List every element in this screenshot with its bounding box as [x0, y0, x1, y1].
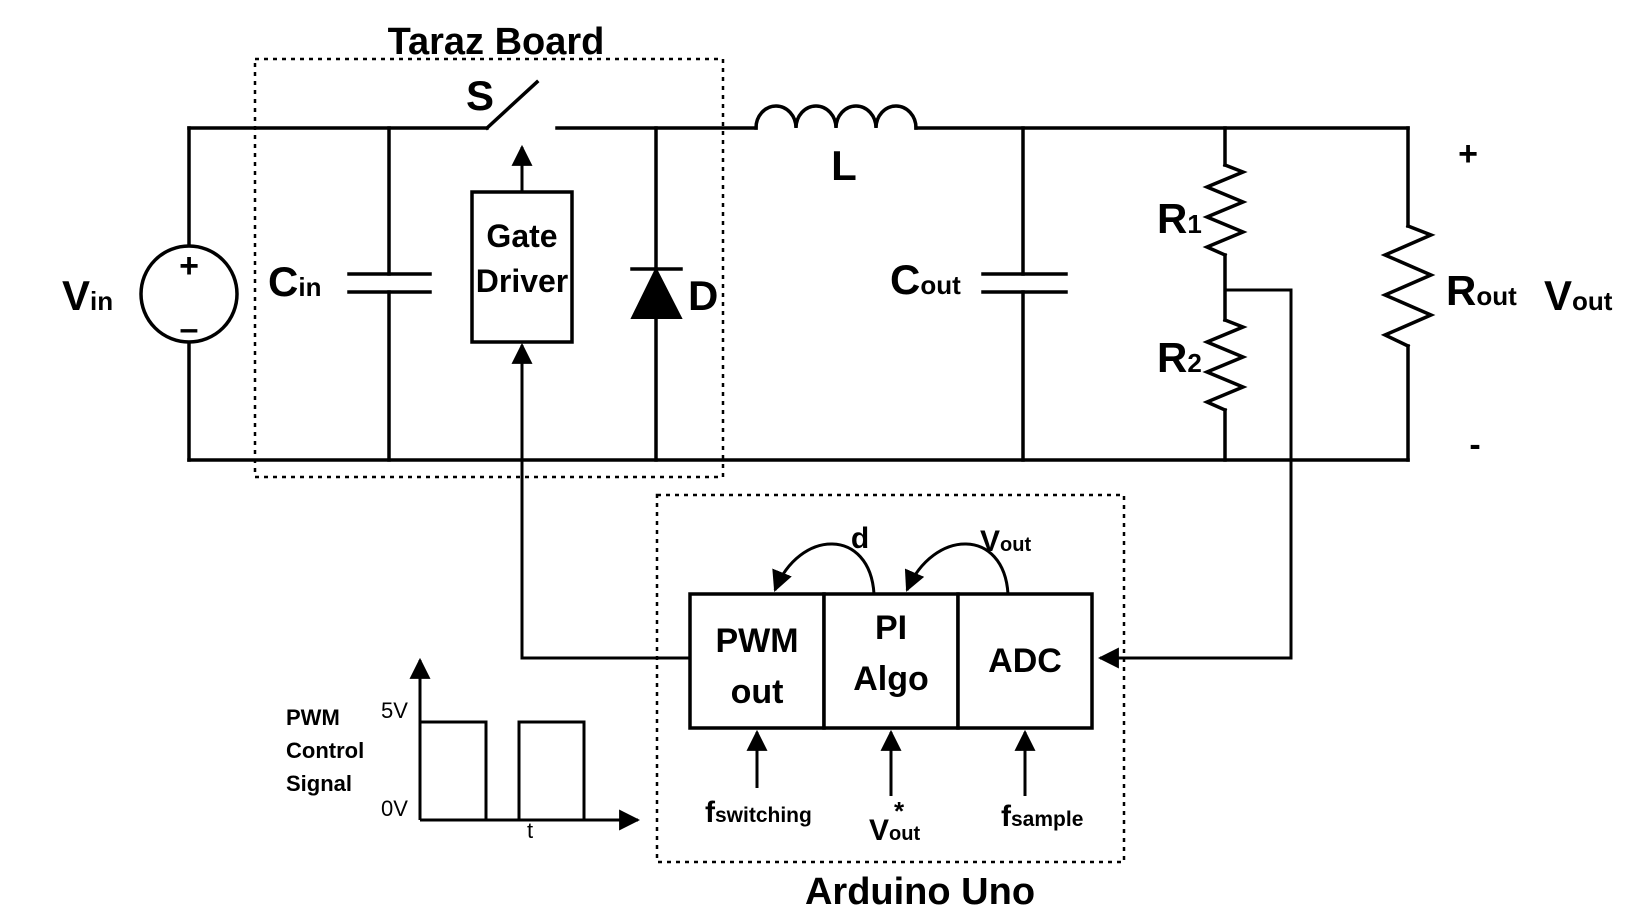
- gate-driver-line2: Driver: [476, 263, 569, 299]
- diode-label: D: [688, 272, 718, 319]
- adc-block: [956, 592, 1094, 730]
- cin-capacitor-symbol: [347, 272, 432, 294]
- power-wiring: [187, 79, 1410, 462]
- r1-resistor-symbol: [1202, 162, 1248, 258]
- pwm-time-label: t: [527, 818, 533, 843]
- fsample-label: fsample: [1001, 800, 1083, 833]
- r2-label: R2: [1157, 334, 1202, 381]
- fswitching-label: fswitching: [705, 796, 812, 829]
- diode-symbol: [630, 266, 683, 319]
- vref-label: Vout: [869, 814, 920, 847]
- cout-capacitor-symbol: [981, 272, 1068, 294]
- taraz-board-boundary: [253, 57, 725, 479]
- feedback-wire-adc: [1097, 288, 1293, 669]
- pi-algo-line2: Algo: [853, 660, 929, 698]
- r2-resistor-symbol: [1202, 317, 1248, 413]
- vin-label: Vin: [62, 272, 113, 319]
- inductor-label: L: [831, 142, 857, 189]
- vout-plus: +: [1458, 135, 1478, 173]
- inductor-symbol: [754, 104, 918, 130]
- pwm-signal-title-line3: Signal: [286, 771, 352, 796]
- pwm-signal-title-line1: PWM: [286, 705, 340, 730]
- pwm-out-block: [688, 592, 826, 730]
- rout-resistor-symbol: [1380, 223, 1436, 349]
- pi-algo-block: [822, 592, 960, 730]
- r1-label: R1: [1157, 195, 1202, 242]
- pwm-high-label: 5V: [381, 698, 408, 723]
- gate-driver-line1: Gate: [486, 218, 557, 254]
- vout-arc-arrow: [904, 542, 1010, 595]
- switch-label: S: [466, 72, 494, 119]
- duty-label: d: [851, 522, 869, 555]
- source-plus: +: [179, 247, 199, 285]
- cout-label: Cout: [890, 256, 961, 303]
- cin-label: Cin: [268, 258, 321, 305]
- vout-feedback-label: Vout: [980, 525, 1031, 558]
- gate-driver-block: [470, 190, 574, 344]
- arduino-title: Arduino Uno: [805, 871, 1035, 910]
- pwm-waveform-plot: [409, 657, 641, 831]
- arduino-boundary: [655, 493, 1126, 864]
- vref-star: *: [894, 796, 905, 826]
- vout-terminal-label: Vout: [1544, 272, 1613, 319]
- voltage-source-symbol: [139, 244, 239, 344]
- rout-label: Rout: [1446, 267, 1517, 314]
- source-minus: –: [180, 310, 199, 348]
- duty-arc-arrow: [772, 542, 876, 595]
- pwm-out-line2: out: [731, 673, 784, 711]
- vout-minus: -: [1469, 426, 1480, 464]
- pwm-out-line1: PWM: [715, 622, 798, 660]
- pwm-low-label: 0V: [381, 796, 408, 821]
- taraz-board-title: Taraz Board: [388, 21, 605, 63]
- pwm-wire-gate-driver: [511, 342, 690, 660]
- pi-algo-line1: PI: [875, 609, 907, 647]
- adc-label: ADC: [988, 642, 1062, 680]
- pwm-signal-title-line2: Control: [286, 738, 364, 763]
- pwm-trace: [420, 720, 586, 822]
